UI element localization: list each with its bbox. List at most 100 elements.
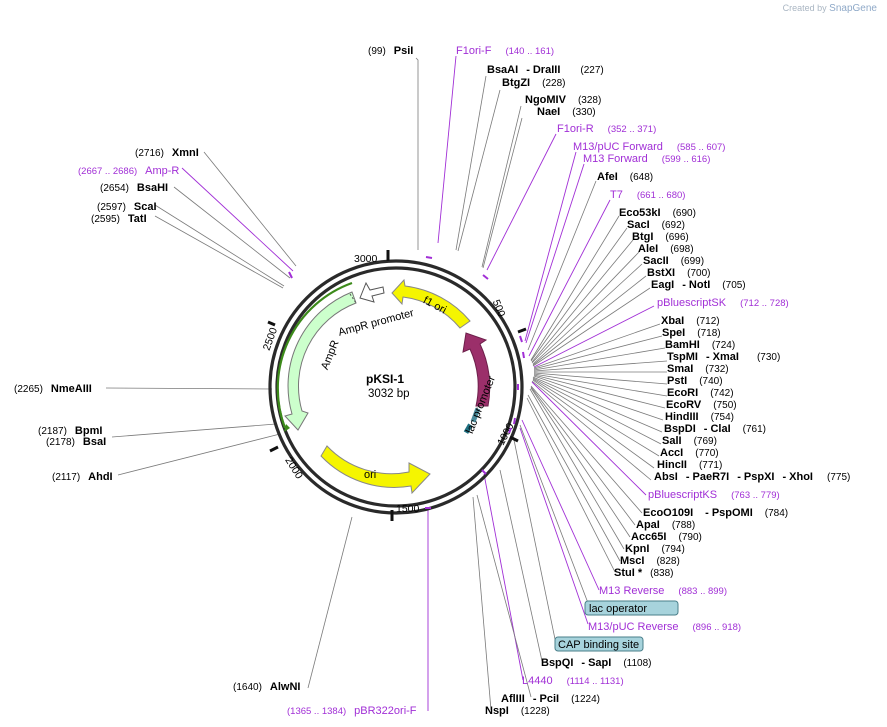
site-btgi: BtgI xyxy=(632,231,653,243)
lac-operator-label: lac operator xyxy=(589,603,647,615)
map-label-text: ApaI(788) xyxy=(636,519,695,531)
map-label-text: pBluescriptKS(763 .. 779) xyxy=(648,489,780,501)
primer-t7: T7 xyxy=(610,189,623,201)
primer-m13-puc-forward: M13/pUC Forward xyxy=(573,141,663,153)
site-pspomi: PspOMI xyxy=(712,507,753,519)
map-label-text: (328) xyxy=(578,95,601,106)
map-label-text: AccI(770) xyxy=(660,447,719,459)
map-label-text: (705) xyxy=(722,280,745,291)
map-label-text: EcoRI (742) xyxy=(667,387,734,399)
primer-amp-r: Amp-R xyxy=(145,165,179,177)
site-smai: SmaI xyxy=(667,363,693,375)
site-nmeaiii: NmeAIII xyxy=(51,383,92,395)
site-eagi: EagI xyxy=(651,279,674,291)
site-xmai: XmaI xyxy=(713,351,739,363)
map-label-text: (2597)ScaI xyxy=(97,201,157,213)
map-label-text: (2265) xyxy=(14,384,43,395)
map-label-text: Acc65I(790) xyxy=(631,531,702,543)
ruler-ticks xyxy=(267,250,527,521)
map-label-text: (742) xyxy=(710,388,733,399)
map-label-text: EagI-NotI(705) xyxy=(651,279,746,291)
map-label-text: (352 .. 371) xyxy=(608,124,657,135)
map-label-text: KpnI(794) xyxy=(625,543,685,555)
map-label-text: NaeI(330) xyxy=(537,106,596,118)
map-label-text: M13 Forward(599 .. 616) xyxy=(583,153,710,165)
primer-range-f1ori-f: (140 .. 161) xyxy=(505,46,554,57)
feature-ori: ori xyxy=(320,445,431,495)
map-label-text: SpeI(718) xyxy=(662,327,721,339)
map-label-text: - xyxy=(682,279,686,291)
map-label-text: (700) xyxy=(687,268,710,279)
site-bspqi: BspQI xyxy=(541,657,573,669)
map-label-text: - xyxy=(737,471,741,483)
feature-label-lacza: lacZα xyxy=(488,351,501,379)
map-label-text: (699) xyxy=(681,256,704,267)
map-label-text: (740) xyxy=(699,376,722,387)
lac-operator-box: lac operator xyxy=(584,600,679,616)
site-xbai: XbaI xyxy=(661,315,684,327)
map-label-text: PstI(740) xyxy=(667,375,723,387)
map-label-text: L4440(1114 .. 1131) xyxy=(522,675,624,687)
map-label-text: (1640)AlwNI xyxy=(233,681,300,693)
primer-marks xyxy=(288,256,525,509)
map-label-text: XbaI(712) xyxy=(661,315,720,327)
site-draiii: DraIII xyxy=(533,64,561,76)
map-label-text: AbsI-PaeR7I-PspXI-XhoI(775) xyxy=(654,471,850,483)
map-label-text: (690) xyxy=(673,208,696,219)
site-pcii: PciI xyxy=(540,693,560,705)
map-label-text: (771) xyxy=(699,460,722,471)
site-nspi: NspI xyxy=(485,705,509,717)
map-label-text: (696) xyxy=(665,232,688,243)
map-label-text: TspMI-XmaI (730) xyxy=(667,351,780,363)
map-label-text: (1365 .. 1384)pBR322ori-F xyxy=(287,705,417,717)
map-label-text: (599 .. 616) xyxy=(662,154,711,165)
map-label-text: (2716) xyxy=(135,148,164,159)
primer-pbluescriptsk: pBluescriptSK xyxy=(657,297,727,309)
site-bsahi: BsaHI xyxy=(137,182,168,194)
map-label-text: pBluescriptSK(712 .. 728) xyxy=(657,297,789,309)
map-label-text: (769) xyxy=(694,436,717,447)
map-label-text: (1114 .. 1131) xyxy=(567,676,624,687)
map-label-text: BtgZI(228) xyxy=(502,77,565,89)
map-label-text: SmaI(732) xyxy=(667,363,729,375)
map-label-text: (750) xyxy=(713,400,736,411)
map-label-text: HincII(771) xyxy=(657,459,722,471)
site-ecori: EcoRI xyxy=(667,387,698,399)
site-tspmi: TspMI xyxy=(667,351,698,363)
site-ngomiv: NgoMIV xyxy=(525,94,567,106)
site-acci: AccI xyxy=(660,447,683,459)
site-sacii: SacII xyxy=(643,255,669,267)
site-tati: TatI xyxy=(128,213,147,225)
map-label-text: (788) xyxy=(672,520,695,531)
map-label-text: - xyxy=(686,471,690,483)
site-xmni: XmnI xyxy=(172,147,199,159)
map-label-text: (883 .. 899) xyxy=(678,586,727,597)
map-label-text: (838) xyxy=(650,568,673,579)
map-label-text: - xyxy=(705,507,709,519)
map-label-text: - xyxy=(526,64,530,76)
map-label-text: BspDI-ClaI(761) xyxy=(664,423,766,435)
site-ahdi: AhdI xyxy=(88,471,112,483)
map-label-text: (718) xyxy=(697,328,720,339)
map-label-text: - xyxy=(782,471,786,483)
map-label-text: (775) xyxy=(827,472,850,483)
site-alwni: AlwNI xyxy=(270,681,301,693)
backbone-outer-ring xyxy=(268,259,524,515)
plasmid-size: 3032 bp xyxy=(368,388,410,400)
site-bamhi: BamHI xyxy=(665,339,700,351)
map-label-text: AleI(698) xyxy=(638,243,694,255)
map-label-text: (330) xyxy=(572,107,595,118)
map-label-text: (828) xyxy=(656,556,679,567)
map-label-text: (2178) xyxy=(46,437,75,448)
site-absi: AbsI xyxy=(654,471,678,483)
site-bpmi: BpmI xyxy=(75,425,103,437)
site-sali: SalI xyxy=(662,435,682,447)
map-label-text: (724) xyxy=(712,340,735,351)
map-label-text: (730) xyxy=(757,352,780,363)
map-label-text: MscI(828) xyxy=(620,555,680,567)
feature-label-ampr-promoter: AmpR promoter xyxy=(337,307,415,339)
map-label-text: EcoRV(750) xyxy=(666,399,737,411)
connector-lines xyxy=(105,55,668,711)
map-label-text: - xyxy=(706,351,710,363)
map-label-text: - xyxy=(533,693,537,705)
